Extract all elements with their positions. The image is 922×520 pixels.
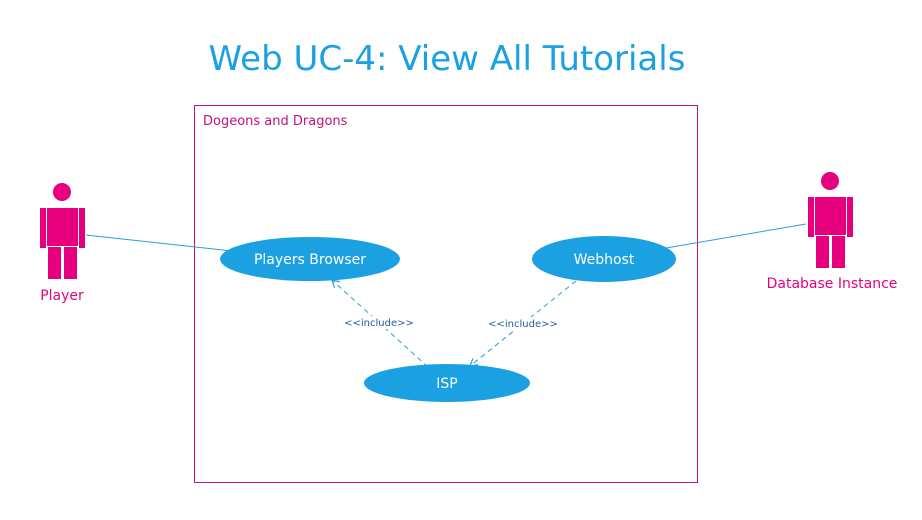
system-name: Dogeons and Dragons	[203, 114, 348, 129]
use-case-players-browser-label: Players Browser	[254, 252, 366, 268]
association-player-players-browser	[85, 234, 233, 252]
include-label-right: <<include>>	[488, 319, 558, 330]
include-label-left: <<include>>	[344, 318, 414, 329]
use-case-webhost-label: Webhost	[574, 252, 635, 268]
diagram-title: Web UC-4: View All Tutorials	[209, 39, 686, 79]
actor-database-instance-label: Database Instance	[767, 276, 898, 292]
use-case-players-browser[interactable]	[220, 237, 400, 281]
use-case-webhost[interactable]	[532, 236, 676, 282]
association-database-webhost	[665, 223, 807, 249]
use-case-isp[interactable]	[364, 364, 530, 402]
actor-database-instance-icon[interactable]	[808, 172, 853, 268]
system-boundary	[194, 105, 698, 483]
actor-player-label: Player	[40, 288, 84, 304]
actor-player-icon[interactable]	[40, 183, 85, 279]
use-case-isp-label: ISP	[436, 376, 457, 392]
